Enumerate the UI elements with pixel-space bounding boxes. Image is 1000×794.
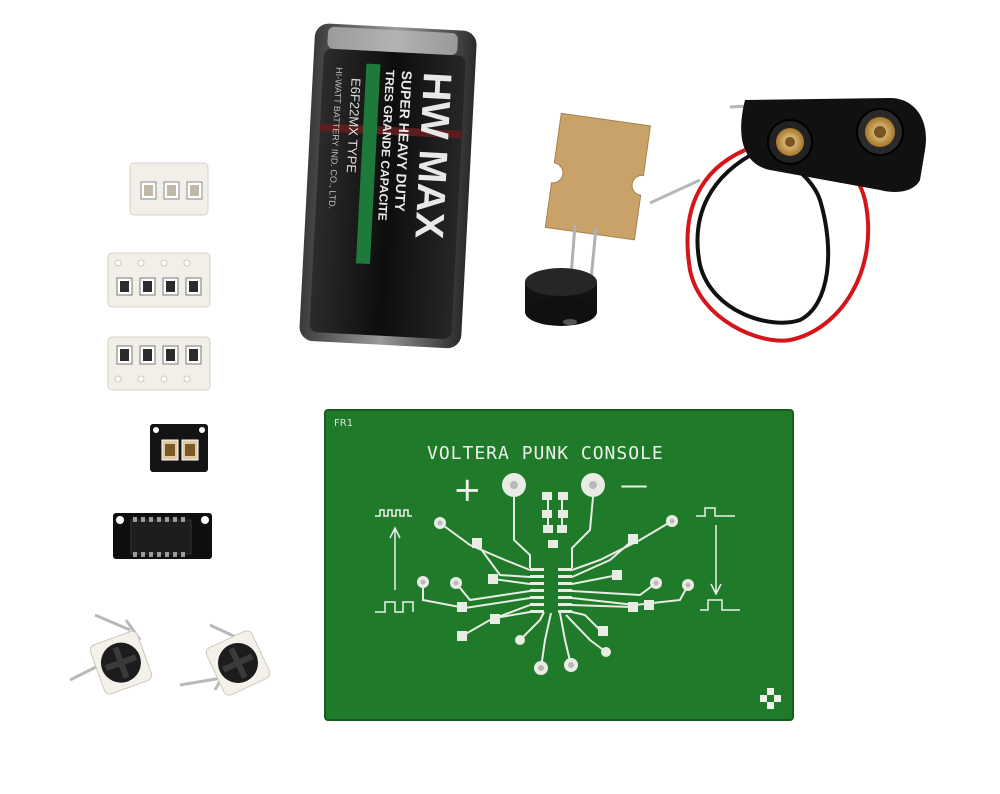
smd-tape-4a [107, 252, 211, 308]
pcb-logo [760, 688, 781, 709]
led-strip [150, 424, 208, 472]
battery-brand: HW MAX [406, 71, 459, 240]
pcb-corner-label: FR1 [334, 418, 353, 429]
ic-chip [113, 513, 212, 559]
pcb-board: FR1 VOLTERA PUNK CONSOLE + — [324, 409, 794, 721]
pcb-plus-sign: + [453, 470, 482, 510]
smd-tape-3 [129, 162, 209, 216]
battery-model: E6F22MX TYPE [344, 78, 364, 174]
pcb-minus-sign: — [620, 468, 648, 501]
battery-clip [649, 98, 926, 343]
buzzer [525, 112, 651, 326]
trimpot-right [179, 623, 271, 696]
smd-tape-4b [107, 336, 211, 391]
pcb-title: VOLTERA PUNK CONSOLE [427, 443, 664, 464]
battery-line1: SUPER HEAVY DUTY [392, 70, 415, 212]
battery-9v: HW MAX SUPER HEAVY DUTY TRES GRANDE CAPA… [299, 23, 477, 349]
trimpot-left [69, 613, 153, 695]
